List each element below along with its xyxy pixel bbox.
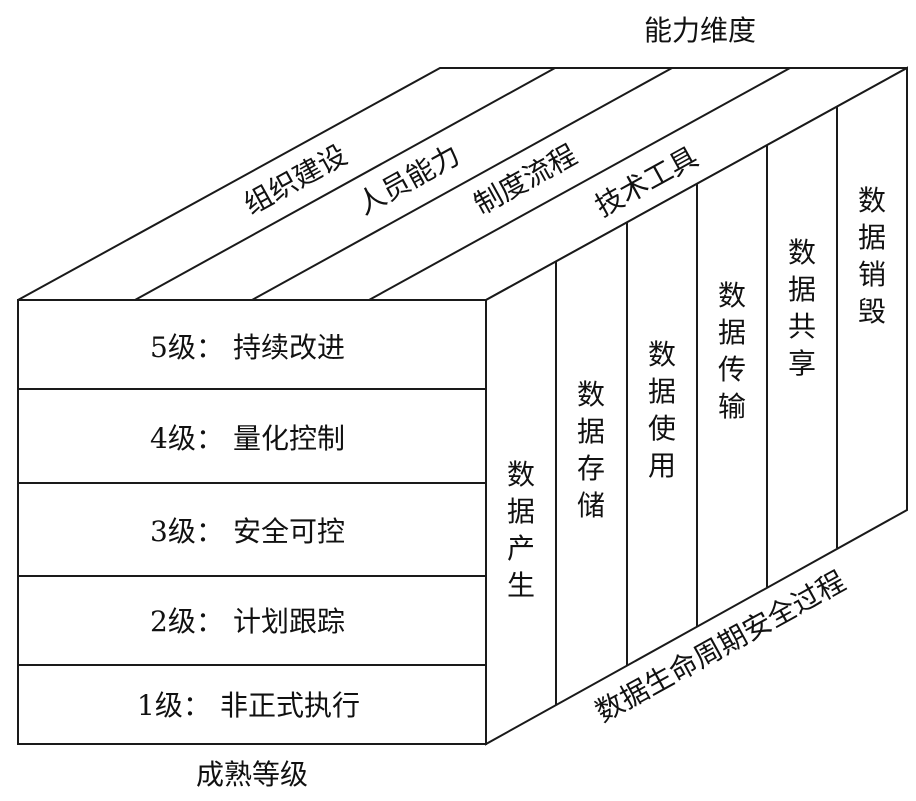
lifecycle-stage-char: 数 — [858, 184, 886, 217]
lifecycle-stage-char: 享 — [788, 347, 816, 380]
lifecycle-stage-char: 存 — [577, 452, 605, 485]
lifecycle-stage-char: 据 — [648, 375, 676, 408]
maturity-level-number: 4级 — [150, 422, 196, 455]
lifecycle-stage-char: 数 — [648, 338, 676, 371]
maturity-level-number: 5级 — [150, 331, 196, 364]
maturity-level-1: 1级 ： 非正式执行 — [137, 689, 360, 722]
maturity-level-name: 量化控制 — [233, 422, 345, 455]
lifecycle-stage-char: 储 — [577, 489, 605, 522]
maturity-axis-label: 成熟等级 — [196, 758, 308, 791]
lifecycle-stage-char: 据 — [507, 495, 535, 528]
maturity-level-name: 计划跟踪 — [233, 605, 345, 638]
maturity-level-2: 2级 ： 计划跟踪 — [150, 605, 345, 638]
maturity-level-name: 安全可控 — [233, 515, 345, 548]
maturity-level-separator: ： — [196, 331, 224, 364]
lifecycle-stage-char: 销 — [858, 258, 886, 291]
capability-axis-label: 能力维度 — [644, 14, 756, 47]
top-divider-3 — [368, 67, 791, 301]
lifecycle-stage-char: 毁 — [858, 295, 886, 328]
maturity-level-separator: ： — [183, 689, 211, 722]
lifecycle-stage-char: 输 — [718, 390, 746, 423]
lifecycle-stage-char: 据 — [858, 221, 886, 254]
maturity-level-5: 5级 ： 持续改进 — [150, 331, 345, 364]
maturity-level-name: 非正式执行 — [220, 689, 360, 722]
lifecycle-stage-char: 据 — [718, 316, 746, 349]
lifecycle-stage-char: 据 — [788, 273, 816, 306]
lifecycle-stage-char: 数 — [507, 458, 535, 491]
lifecycle-stage-char: 生 — [507, 569, 535, 602]
maturity-level-separator: ： — [196, 605, 224, 638]
maturity-level-separator: ： — [196, 515, 224, 548]
top-divider-2 — [251, 67, 673, 301]
front-face — [17, 299, 487, 745]
maturity-level-number: 2级 — [150, 605, 196, 638]
maturity-level-number: 3级 — [150, 515, 196, 548]
lifecycle-stage-char: 传 — [718, 353, 746, 386]
lifecycle-stage-char: 产 — [507, 532, 535, 565]
maturity-level-4: 4级 ： 量化控制 — [150, 422, 345, 455]
lifecycle-stage-char: 数 — [577, 378, 605, 411]
lifecycle-stage-char: 共 — [788, 310, 816, 343]
maturity-level-name: 持续改进 — [233, 331, 345, 364]
top-divider-1 — [134, 67, 556, 301]
lifecycle-stage-char: 据 — [577, 415, 605, 448]
lifecycle-stage-char: 数 — [788, 236, 816, 269]
lifecycle-stage-char: 使 — [648, 412, 676, 445]
maturity-level-3: 3级 ： 安全可控 — [150, 515, 345, 548]
maturity-level-separator: ： — [196, 422, 224, 455]
maturity-level-number: 1级 — [137, 689, 183, 722]
lifecycle-stage-char: 用 — [648, 449, 676, 482]
lifecycle-stage-char: 数 — [718, 279, 746, 312]
